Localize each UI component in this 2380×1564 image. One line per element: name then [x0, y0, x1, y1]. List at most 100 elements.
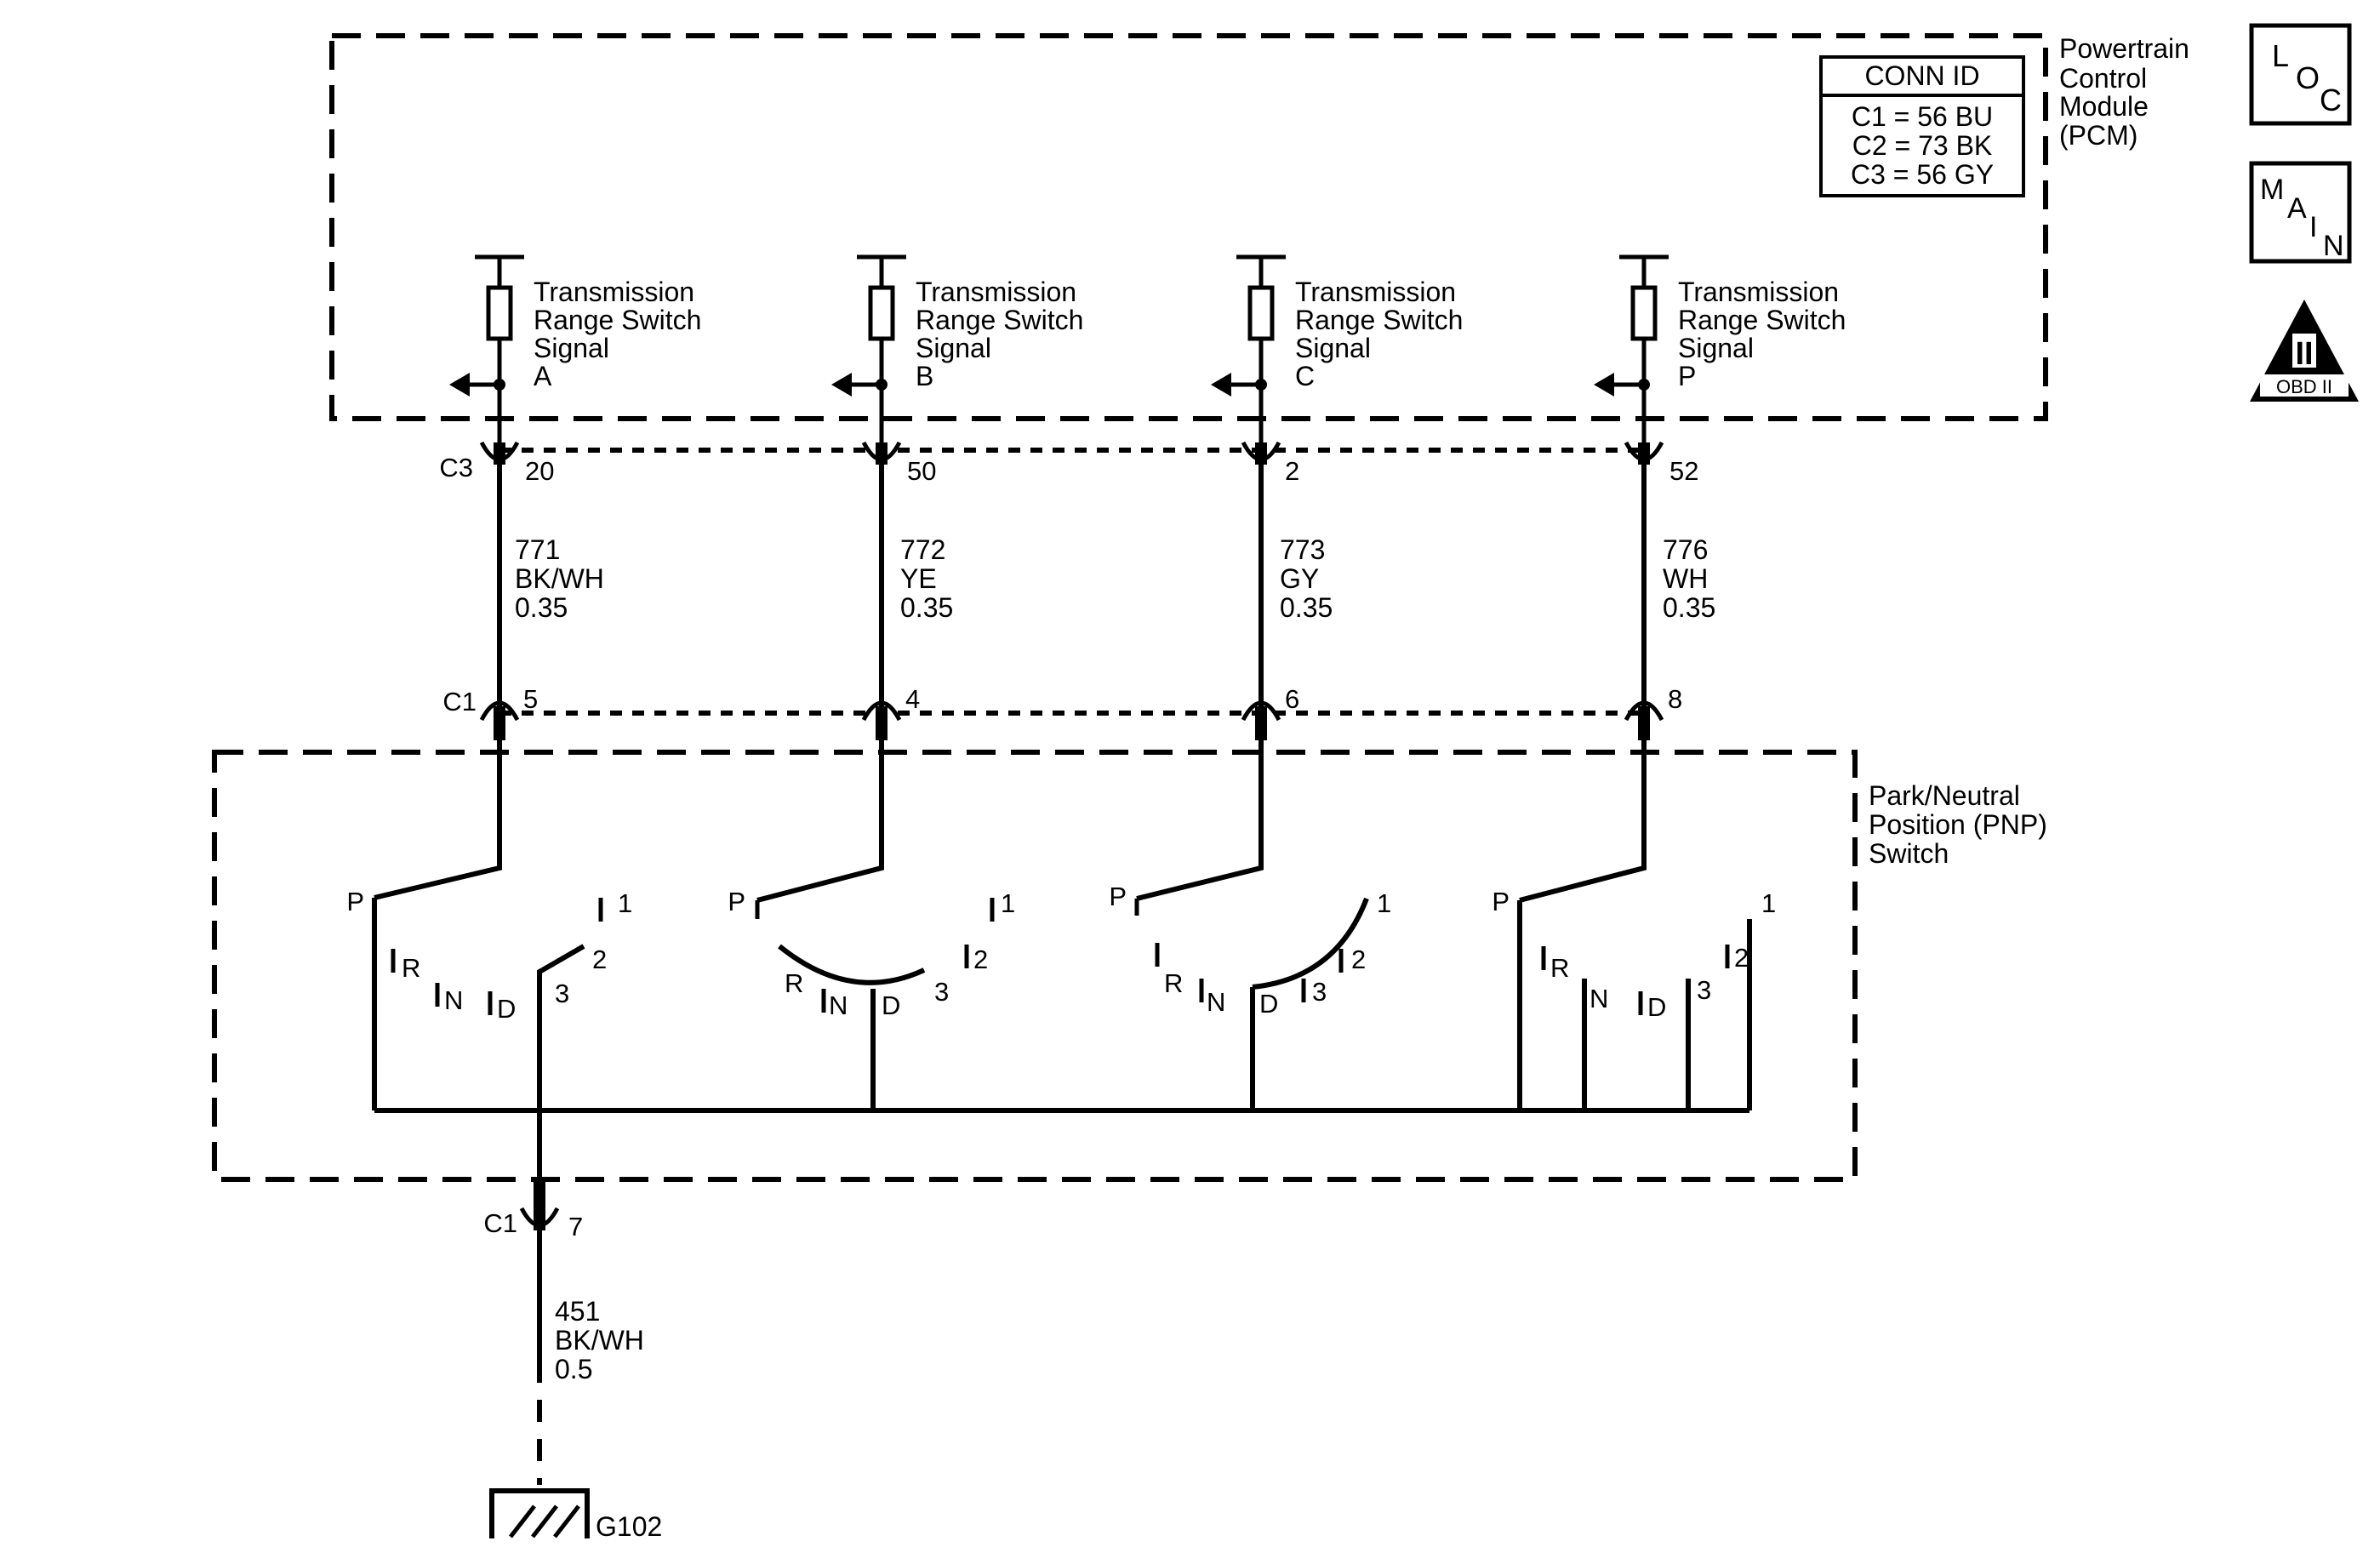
- svg-text:R: R: [1550, 953, 1569, 983]
- wire-circuit: 771: [515, 534, 560, 565]
- pin-number: 4: [905, 684, 920, 714]
- conn-id-row: C1 = 56 BU: [1852, 101, 1993, 132]
- connector-label-c1: C1: [442, 687, 477, 716]
- signal-label-line: Transmission: [916, 277, 1076, 307]
- pull-up-resistor: [1247, 285, 1275, 341]
- pcm-label-line: (PCM): [2059, 120, 2137, 151]
- svg-text:P: P: [728, 887, 745, 916]
- switch-p: P R N D 3 2 1: [1492, 740, 1776, 1110]
- signal-label-line: Range Switch: [1678, 305, 1846, 335]
- svg-text:R: R: [402, 953, 420, 983]
- pull-up-resistor: [486, 285, 513, 341]
- svg-text:D: D: [497, 994, 516, 1024]
- pull-up-resistor: [1630, 285, 1658, 341]
- conn-id-table: CONN ID C1 = 56 BU C2 = 73 BK C3 = 56 GY: [1819, 55, 2025, 197]
- wire-color: WH: [1663, 563, 1708, 594]
- pcm-label-line: Powertrain: [2059, 33, 2189, 64]
- conn-id-title: CONN ID: [1864, 60, 1979, 91]
- signal-label-line: C: [1295, 361, 1315, 391]
- svg-text:2: 2: [1734, 943, 1749, 973]
- ground-id: G102: [596, 1511, 662, 1542]
- pin-number: 20: [525, 456, 554, 486]
- svg-text:1: 1: [1377, 888, 1391, 918]
- connector-c1: [479, 700, 1664, 740]
- conn-id-row: C3 = 56 GY: [1851, 159, 1994, 190]
- signal-label-line: B: [916, 361, 933, 391]
- svg-text:3: 3: [934, 977, 949, 1007]
- wire-circuit: 451: [555, 1296, 600, 1327]
- signal-label-line: Range Switch: [534, 305, 701, 335]
- pnp-label-line: Park/Neutral: [1869, 780, 2020, 811]
- switch-c: P R N D 3 2 1: [1109, 740, 1391, 1110]
- svg-text:N: N: [444, 985, 463, 1015]
- svg-text:I: I: [2309, 211, 2317, 243]
- svg-text:N: N: [1207, 987, 1225, 1017]
- svg-text:R: R: [785, 968, 803, 998]
- pin-number: 8: [1668, 684, 1682, 714]
- wire-gauge: 0.35: [1663, 592, 1715, 623]
- obd-ii-icon[interactable]: II OBD II: [2250, 300, 2359, 402]
- switch-a: P R N D 3 2 1: [346, 740, 632, 1110]
- wire-gauge: 0.35: [515, 592, 568, 623]
- svg-text:N: N: [2323, 230, 2344, 262]
- harness-wires: [497, 465, 1647, 706]
- signal-column-c: Transmission Range Switch Signal C: [1211, 254, 1463, 442]
- pin-number: 52: [1669, 456, 1698, 486]
- svg-text:P: P: [1109, 882, 1127, 911]
- signal-label-line: Signal: [1678, 333, 1754, 363]
- pin-number: 50: [907, 456, 936, 486]
- signal-column-a: Transmission Range Switch Signal A: [449, 254, 701, 442]
- svg-text:D: D: [1259, 989, 1278, 1019]
- ground-circuit: [489, 1110, 590, 1538]
- svg-text:1: 1: [1001, 888, 1015, 918]
- pin-number: 6: [1285, 684, 1299, 714]
- svg-text:C: C: [2320, 83, 2342, 117]
- wire-gauge: 0.5: [555, 1354, 592, 1384]
- wire-circuit: 776: [1663, 534, 1708, 565]
- svg-text:OBD II: OBD II: [2276, 376, 2332, 397]
- signal-label-line: Range Switch: [1295, 305, 1463, 335]
- svg-text:M: M: [2260, 174, 2284, 206]
- signal-label-line: P: [1678, 361, 1696, 391]
- svg-text:3: 3: [1312, 977, 1327, 1007]
- svg-text:O: O: [2296, 60, 2320, 95]
- pnp-label: Park/Neutral Position (PNP) Switch: [1869, 780, 2047, 869]
- svg-text:D: D: [882, 990, 900, 1020]
- svg-text:N: N: [829, 990, 848, 1020]
- pnp-label-line: Switch: [1869, 838, 1949, 869]
- connector-c3: [479, 441, 1664, 465]
- wire-labels: 771 BK/WH 0.35 772 YE 0.35 773 GY 0.35 7…: [515, 534, 1715, 623]
- pin-number: 2: [1285, 456, 1299, 486]
- svg-text:2: 2: [973, 945, 988, 974]
- signal-label-line: Transmission: [534, 277, 694, 307]
- svg-text:3: 3: [1697, 975, 1711, 1005]
- svg-text:1: 1: [1761, 888, 1776, 918]
- signal-arrow-icon: [449, 373, 470, 397]
- wire-color: YE: [900, 563, 937, 594]
- pcm-label-line: Control: [2059, 63, 2147, 94]
- loc-icon[interactable]: L O C: [2249, 23, 2352, 126]
- signal-label-line: Signal: [916, 333, 991, 363]
- pin-number: 7: [568, 1212, 583, 1241]
- signal-arrow-icon: [831, 373, 852, 397]
- main-icon[interactable]: M A I N: [2249, 161, 2352, 264]
- signal-arrow-icon: [1211, 373, 1231, 397]
- conn-id-row: C2 = 73 BK: [1852, 130, 1993, 161]
- svg-text:N: N: [1590, 984, 1608, 1013]
- svg-text:3: 3: [555, 979, 569, 1008]
- connector-label-c3: C3: [439, 453, 473, 482]
- svg-text:2: 2: [1351, 945, 1366, 974]
- pcm-label-line: Module: [2059, 91, 2149, 122]
- pin-number: 5: [523, 684, 538, 714]
- connector-label-c1: C1: [483, 1208, 517, 1238]
- svg-text:1: 1: [618, 888, 632, 918]
- signal-column-p: Transmission Range Switch Signal P: [1594, 254, 1846, 442]
- wire-gauge: 0.35: [900, 592, 953, 623]
- pull-up-resistor: [868, 285, 895, 341]
- svg-text:II: II: [2295, 336, 2313, 372]
- signal-label-line: Range Switch: [916, 305, 1083, 335]
- signal-label-line: Transmission: [1295, 277, 1456, 307]
- svg-text:P: P: [346, 887, 364, 916]
- wire-circuit: 773: [1280, 534, 1325, 565]
